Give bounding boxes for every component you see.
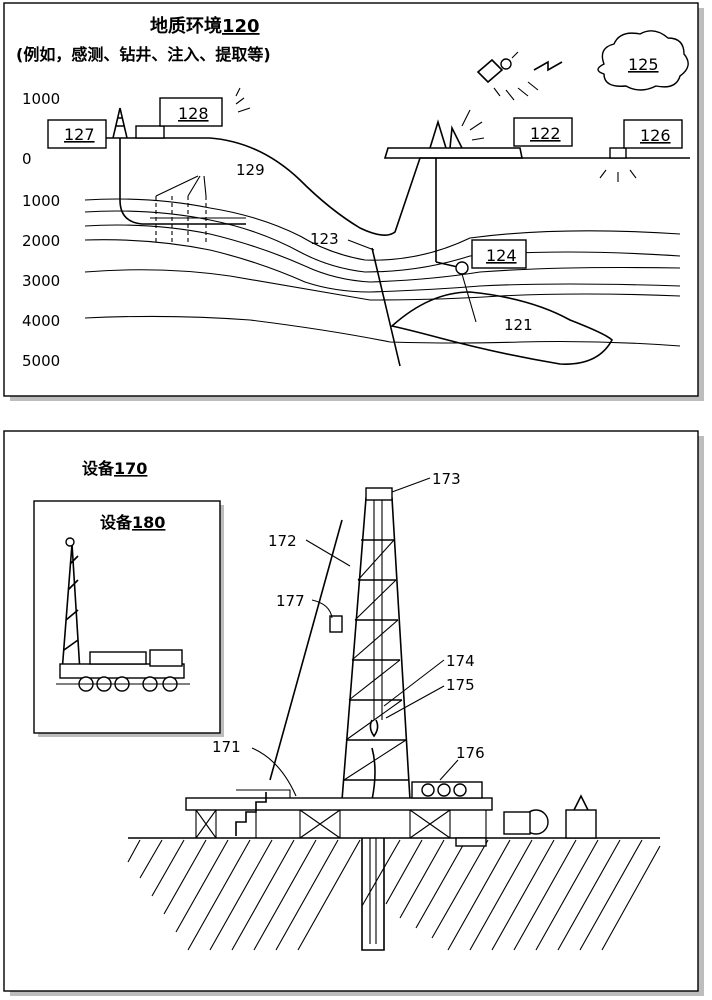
horizontal-wellbore bbox=[119, 138, 246, 225]
leader-121 bbox=[461, 273, 477, 323]
monkey-board-177 bbox=[329, 615, 343, 633]
ground-surface-line bbox=[70, 137, 690, 236]
wellbore-casing bbox=[361, 838, 385, 951]
top-panel: 地质环境120 (例如，感测、钻井、注入、提取等) 1000 0 1000 20… bbox=[3, 2, 704, 401]
box-122-label: 122 bbox=[530, 124, 561, 143]
box-128-label: 128 bbox=[178, 104, 209, 123]
reservoir-121 bbox=[390, 291, 613, 365]
label-123: 123 bbox=[310, 230, 339, 248]
depth-label-plus-1000: 1000 bbox=[22, 90, 60, 108]
auxiliary-equipment bbox=[455, 794, 597, 847]
leader-171 bbox=[251, 747, 297, 797]
bottom-panel: 设备170 设备180 bbox=[3, 430, 704, 996]
ground-hatching bbox=[127, 839, 661, 951]
derrick-172 bbox=[329, 487, 411, 801]
box-127-label: 127 bbox=[64, 125, 95, 144]
label-129: 129 bbox=[236, 161, 265, 179]
inset-frame-180 bbox=[33, 500, 221, 734]
label-174: 174 bbox=[446, 652, 475, 670]
box-128 bbox=[159, 97, 223, 127]
rig-substructure bbox=[185, 789, 493, 839]
label-171: 171 bbox=[212, 738, 241, 756]
buoy-signal-marks bbox=[599, 169, 637, 182]
drawworks-176 bbox=[411, 781, 483, 799]
leader-174 bbox=[383, 659, 445, 707]
leader-172 bbox=[305, 539, 351, 567]
depth-label-3000: 3000 bbox=[22, 272, 60, 290]
satellite-icon bbox=[476, 51, 519, 84]
equipment-180-title: 设备180 bbox=[100, 513, 165, 532]
well-junction-node bbox=[455, 261, 469, 275]
label-172: 172 bbox=[268, 532, 297, 550]
label-121: 121 bbox=[504, 316, 533, 334]
signal-marks-128 bbox=[235, 87, 251, 113]
stairs bbox=[235, 792, 267, 836]
land-rig bbox=[112, 107, 246, 225]
box-122 bbox=[513, 117, 573, 147]
mast-brace bbox=[269, 519, 343, 781]
box-127 bbox=[47, 119, 107, 149]
strata-layers bbox=[84, 198, 681, 347]
cloud-125 bbox=[597, 30, 689, 91]
label-176: 176 bbox=[456, 744, 485, 762]
hook-175 bbox=[369, 719, 379, 738]
box-124 bbox=[471, 239, 527, 269]
depth-label-2000: 2000 bbox=[22, 232, 60, 250]
sensor-lines-129 bbox=[155, 175, 207, 244]
depth-label-0: 0 bbox=[22, 150, 32, 168]
leader-177 bbox=[311, 599, 333, 619]
surface-facility bbox=[135, 125, 165, 139]
box-126-label: 126 bbox=[640, 126, 671, 145]
box-125-label: 125 bbox=[628, 55, 659, 74]
leader-123 bbox=[347, 239, 375, 251]
depth-label-4000: 4000 bbox=[22, 312, 60, 330]
truck-mounted-rig bbox=[56, 537, 190, 692]
label-177: 177 bbox=[276, 592, 305, 610]
geologic-environment-subtitle: (例如，感测、钻井、注入、提取等) bbox=[16, 45, 271, 64]
label-173: 173 bbox=[432, 470, 461, 488]
satellite-signal-marks bbox=[493, 81, 539, 101]
lightning-link bbox=[533, 60, 563, 72]
box-126 bbox=[623, 119, 683, 149]
leader-175 bbox=[385, 685, 445, 719]
fault-123 bbox=[371, 247, 401, 367]
box-124-label: 124 bbox=[486, 246, 517, 265]
depth-label-5000: 5000 bbox=[22, 352, 60, 370]
geologic-environment-title: 地质环境120 bbox=[150, 15, 260, 37]
drill-string bbox=[369, 838, 377, 944]
buoy-126 bbox=[609, 147, 627, 159]
equipment-170-title: 设备170 bbox=[82, 459, 147, 478]
crown-block-173 bbox=[365, 487, 393, 501]
leader-173 bbox=[391, 477, 431, 493]
label-175: 175 bbox=[446, 676, 475, 694]
leader-176 bbox=[439, 759, 459, 781]
depth-label-1000: 1000 bbox=[22, 192, 60, 210]
